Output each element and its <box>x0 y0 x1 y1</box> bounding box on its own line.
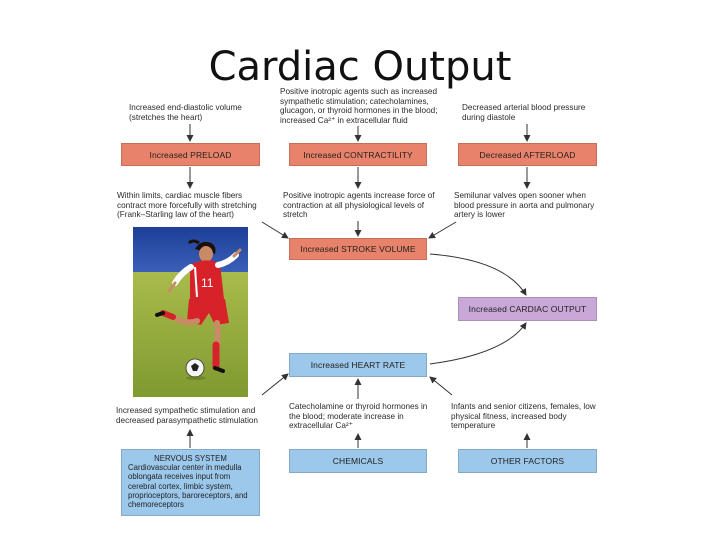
arrow-hr-to-co <box>429 322 527 365</box>
cardiac-output-box: Increased CARDIAC OUTPUT <box>458 297 597 321</box>
nervous-effect-note: Increased sympathetic stimulation and de… <box>116 406 258 425</box>
afterload-box: Decreased AFTERLOAD <box>458 143 597 166</box>
heart-rate-box: Increased HEART RATE <box>289 353 427 377</box>
chemicals-effect-note: Catecholamine or thyroid hormones in the… <box>289 402 428 431</box>
preload-effect-note: Within limits, cardiac muscle fibers con… <box>117 191 257 220</box>
arrow-nervous-to-hr <box>261 373 289 396</box>
arrow-afterload-to-sv <box>428 221 457 239</box>
nervous-system-description: Cardiovascular center in medulla oblonga… <box>128 463 248 510</box>
afterload-cause-note: Decreased arterial blood pressure during… <box>462 103 586 122</box>
nervous-system-heading: NERVOUS SYSTEM <box>154 454 227 463</box>
preload-box: Increased PRELOAD <box>121 143 260 166</box>
arrow-other-to-hr <box>429 376 453 396</box>
slide-title: Cardiac Output <box>208 44 512 90</box>
stroke-volume-box: Increased STROKE VOLUME <box>289 238 427 260</box>
arrow-sv-to-co <box>429 253 527 296</box>
nervous-system-box: NERVOUS SYSTEM Cardiovascular center in … <box>121 449 260 516</box>
other-effect-note: Infants and senior citizens, females, lo… <box>451 402 596 431</box>
soccer-player-photo: 11 <box>133 227 248 397</box>
arrow-preload-to-sv <box>261 221 289 239</box>
other-factors-box: OTHER FACTORS <box>458 449 597 473</box>
contractility-cause-note: Positive inotropic agents such as increa… <box>280 87 438 125</box>
contractility-box: Increased CONTRACTILITY <box>289 143 427 166</box>
contractility-effect-note: Positive inotropic agents increase force… <box>283 191 435 220</box>
jersey-number: 11 <box>201 276 214 290</box>
afterload-effect-note: Semilunar valves open sooner when blood … <box>454 191 595 220</box>
preload-cause-note: Increased end-diastolic volume (stretche… <box>129 103 242 122</box>
chemicals-box: CHEMICALS <box>289 449 427 473</box>
